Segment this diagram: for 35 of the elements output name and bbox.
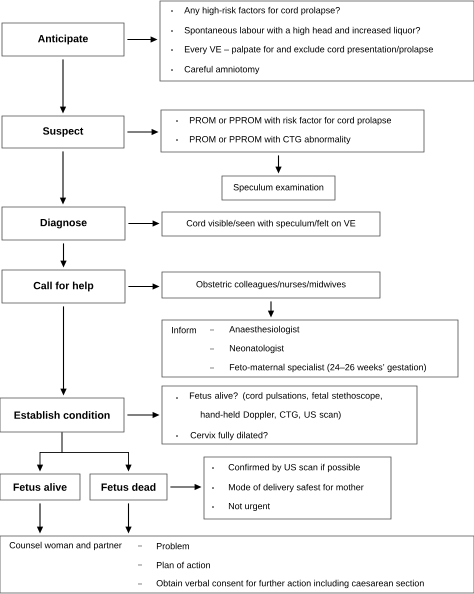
list-item: Problem	[156, 542, 189, 550]
list-heading: Counsel woman and partner	[10, 542, 122, 550]
step-box: Diagnose	[2, 206, 126, 240]
info-box: Cord visible/seen with speculum/felt on VE	[162, 212, 380, 236]
list-item: PROM or PPROM with CTG abnormality	[190, 136, 351, 144]
list-item: Fetus alive? (cord pulsations, fetal stethoscope, hand-held Doppler, CTG, US scan)	[190, 392, 382, 420]
list-box	[0, 536, 474, 594]
list-box	[160, 0, 474, 82]
list-box	[160, 110, 424, 152]
list-item: Mode of delivery safest for mother	[228, 484, 364, 492]
step-box: Fetus alive	[0, 474, 80, 500]
step-box: Anticipate	[2, 22, 124, 56]
list-box	[204, 456, 392, 520]
list-item: Neonatologist	[230, 344, 284, 354]
step-box: Establish condition	[0, 398, 124, 432]
step-box: Fetus dead	[90, 474, 168, 500]
list-box	[162, 386, 418, 444]
list-item: Spontaneous labour with a high head and increased liquor?	[184, 26, 420, 36]
step-box: Call for help	[2, 270, 126, 304]
list-item: PROM or PPROM with risk factor for cord prolapse	[190, 116, 392, 126]
list-item: Obtain verbal consent for further action including caesarean section	[156, 580, 424, 588]
list-heading: Inform	[172, 326, 196, 334]
list-item: Confirmed by US scan if possible	[228, 464, 360, 472]
list-item: Any high-risk factors for cord prolapse?	[184, 6, 340, 16]
list-item: Anaesthesiologist	[229, 326, 300, 334]
list-item: Every VE – palpate for and exclude cord presentation/prolapse	[184, 46, 433, 54]
list-item: Not urgent	[228, 502, 270, 511]
list-box	[162, 320, 458, 378]
list-item: Plan of action	[156, 562, 210, 568]
step-box: Suspect	[2, 116, 124, 148]
info-box: Speculum examination	[222, 176, 336, 200]
list-item: Careful amniotomy	[184, 66, 260, 74]
info-box: Obstetric colleagues/nurses/midwives	[162, 272, 380, 298]
list-item: Cervix fully dilated?	[190, 432, 268, 440]
list-item: Feto-maternal specialist (24–26 weeks’ gestation)	[230, 364, 426, 372]
